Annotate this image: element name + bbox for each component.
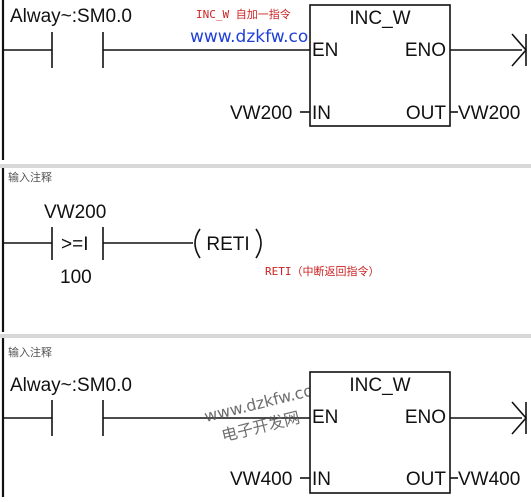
box-eno-pin: ENO: [405, 40, 446, 61]
contact-label: Alway~:SM0.0: [10, 6, 132, 27]
out-operand: VW400: [458, 469, 520, 490]
compare-operator: >=I: [61, 234, 88, 255]
right-arrow-icon: [511, 33, 528, 67]
right-arrow-icon: [511, 401, 528, 435]
box-title: INC_W: [349, 8, 410, 29]
inc-w-box[interactable]: INC_W EN ENO IN OUT: [309, 371, 451, 494]
network-comment[interactable]: 输入注释: [8, 170, 52, 184]
compare-operand: VW200: [44, 202, 106, 223]
box-out-pin: OUT: [406, 103, 447, 124]
in-operand: VW400: [230, 469, 292, 490]
network-2: 输入注释 VW200 >=I 100 RETI RETI（中断返回指令）: [1, 168, 380, 332]
reti-coil[interactable]: RETI: [194, 228, 262, 259]
box-eno-pin: ENO: [405, 407, 446, 428]
normally-open-contact[interactable]: [3, 400, 310, 436]
network-1: Alway~:SM0.0 INC_W 自加一指令 www.dzkfw.com.c…: [1, 0, 528, 160]
compare-contact[interactable]: >=I: [3, 227, 193, 260]
network-comment[interactable]: 输入注释: [8, 345, 52, 359]
coil-label: RETI: [206, 234, 249, 255]
annotation-reti: RETI（中断返回指令）: [265, 264, 380, 278]
box-out-pin: OUT: [406, 469, 447, 490]
network-separator: [0, 164, 531, 168]
box-title: INC_W: [349, 375, 410, 396]
contact-label: Alway~:SM0.0: [10, 375, 132, 396]
annotation-inc-w: INC_W 自加一指令: [196, 7, 291, 21]
network-3: 输入注释 Alway~:SM0.0 www.dzkfw.com.cn 电子开发网…: [1, 338, 528, 497]
box-in-pin: IN: [312, 103, 331, 124]
compare-value: 100: [60, 267, 92, 288]
box-in-pin: IN: [312, 469, 331, 490]
network-separator: [0, 334, 531, 338]
box-en-pin: EN: [312, 407, 338, 428]
box-en-pin: EN: [312, 40, 338, 61]
inc-w-box[interactable]: INC_W EN ENO IN OUT: [309, 4, 451, 127]
in-operand: VW200: [230, 103, 292, 124]
normally-open-contact[interactable]: [3, 32, 310, 68]
out-operand: VW200: [458, 103, 520, 124]
